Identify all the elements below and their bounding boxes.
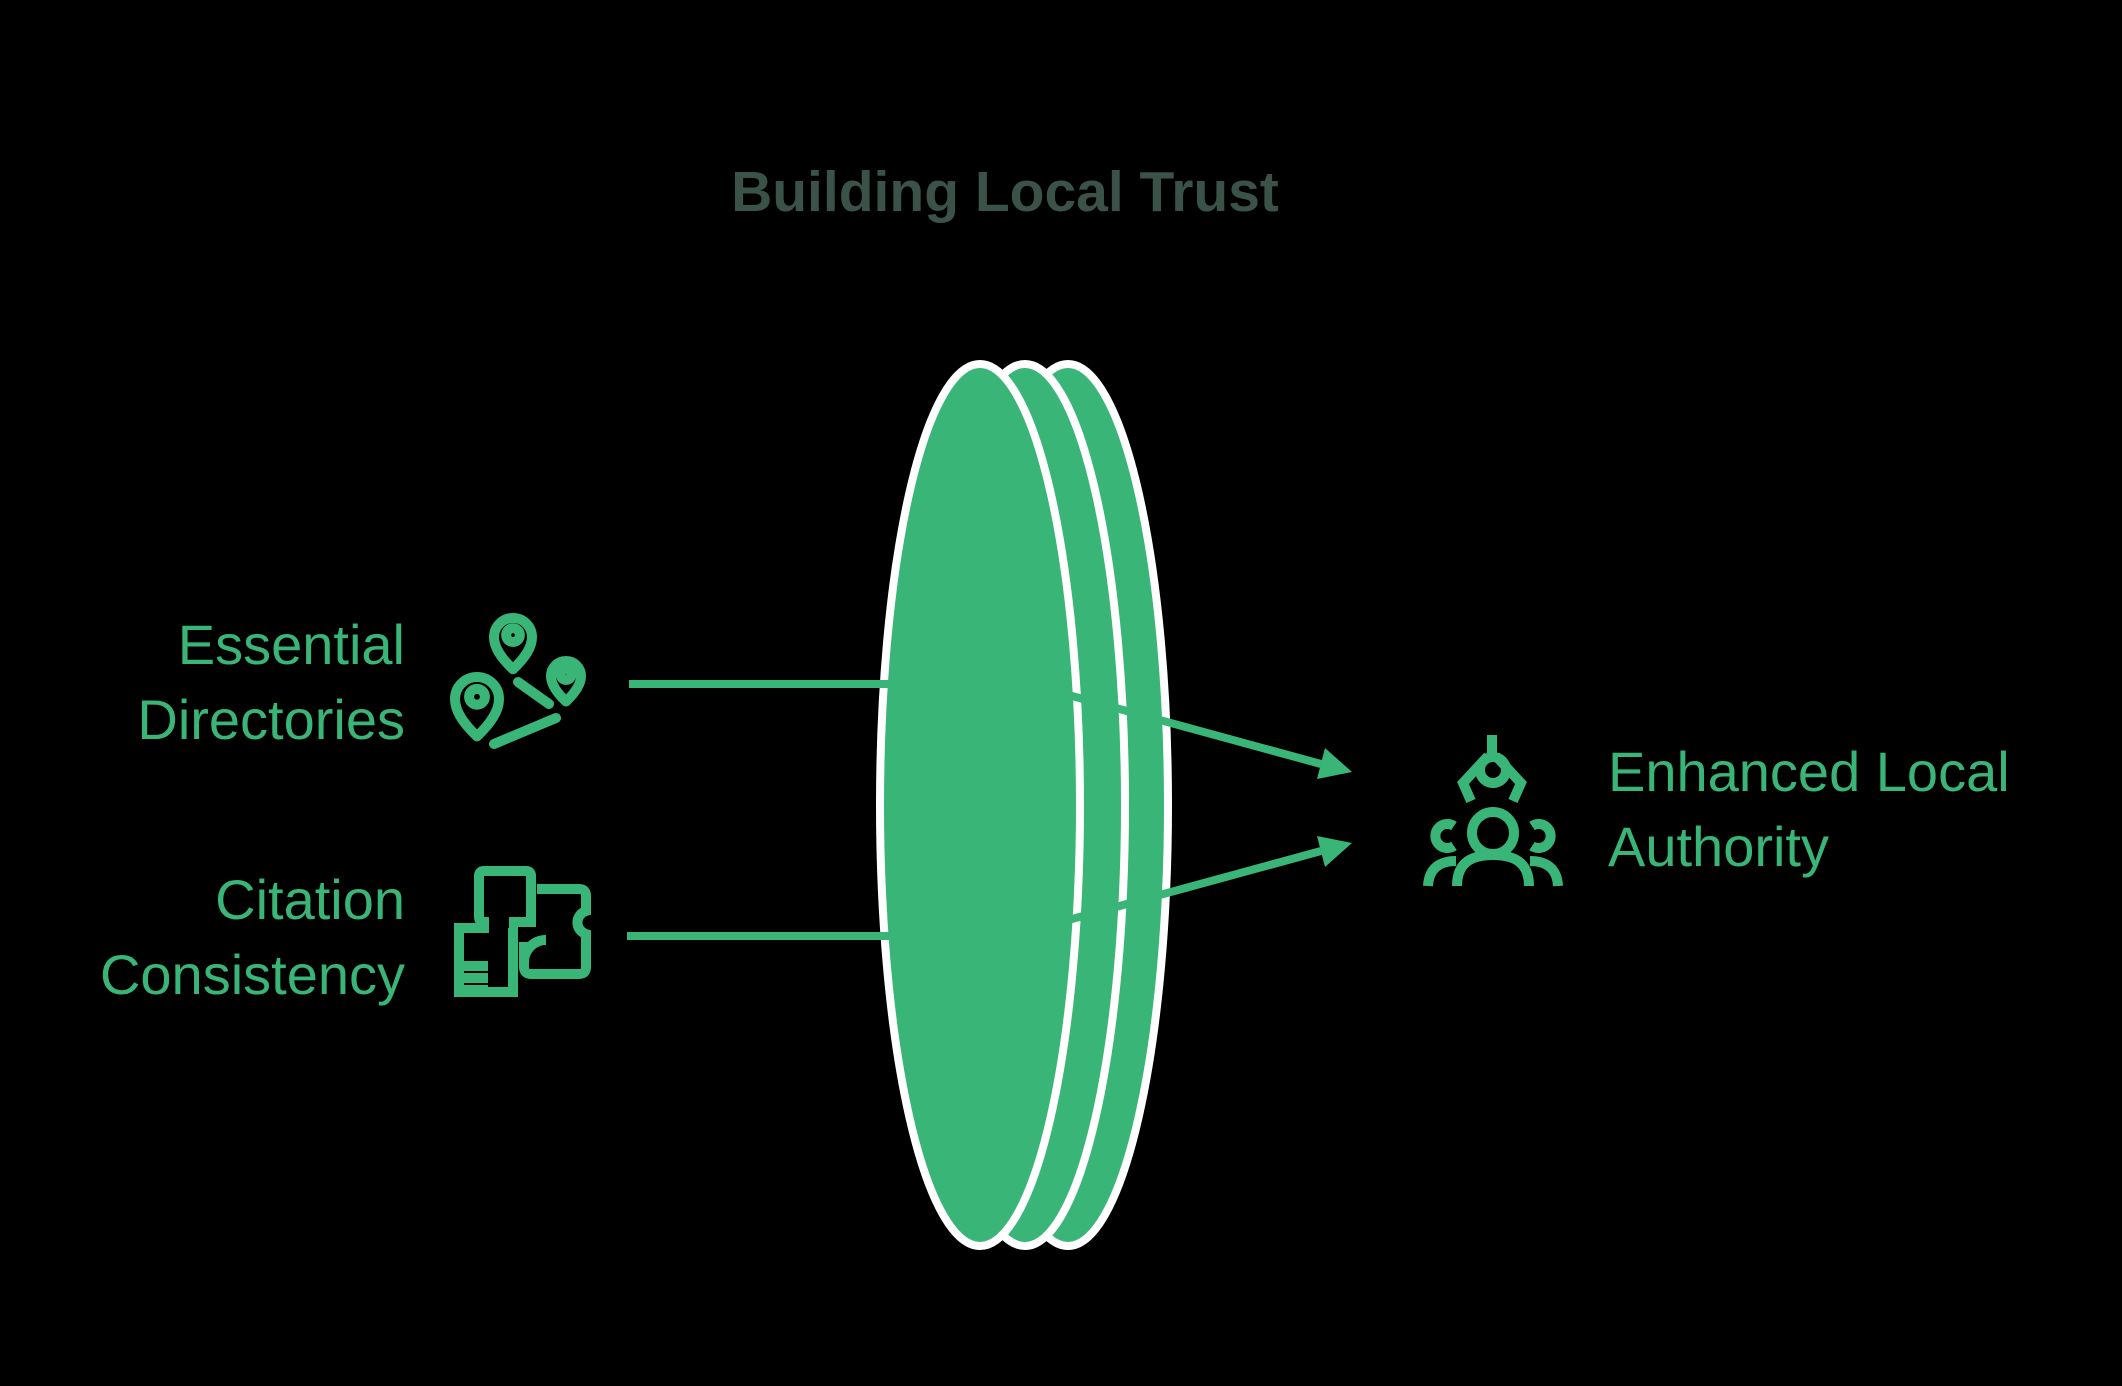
arrow-top (1048, 686, 1352, 779)
label-essential-directories: Essential Directories (137, 613, 405, 751)
right-person-shoulders (1529, 856, 1563, 887)
arrow-bottom (1048, 836, 1352, 929)
arrowhead-top (1317, 748, 1352, 779)
left-person-shoulders (1423, 856, 1457, 887)
label-citation-consistency: Citation Consistency (99, 868, 405, 1006)
person-shoulders (1452, 849, 1534, 887)
label-enhanced-local-authority: Enhanced Local Authority (1608, 740, 2010, 878)
left-person-head (1430, 819, 1457, 853)
right-person-head (1529, 819, 1556, 853)
lens-disc (876, 360, 1172, 1250)
output-arrows (1048, 686, 1352, 929)
claw-people-icon (1423, 735, 1563, 887)
map-pins-icon (455, 618, 581, 749)
arrowhead-bottom (1317, 836, 1352, 867)
page-title: Building Local Trust (731, 160, 1279, 224)
lens-layer-front (876, 360, 1084, 1250)
input-connectors (627, 680, 905, 940)
claw-held-head (1475, 752, 1511, 788)
person-head (1467, 807, 1519, 859)
city-blocks-icon (454, 866, 591, 997)
